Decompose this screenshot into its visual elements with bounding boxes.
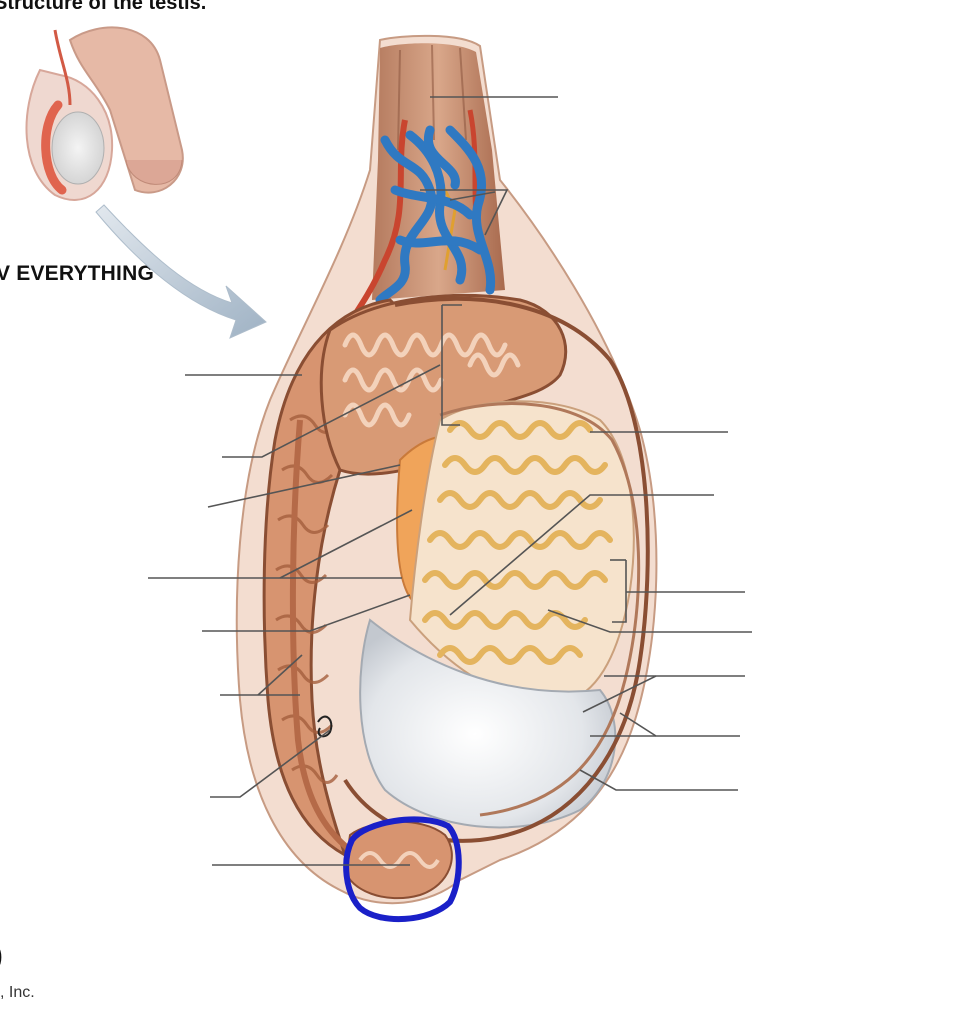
figure-letter: ) <box>0 940 3 971</box>
figure-title: Structure of the testis. <box>0 0 207 14</box>
label-line-plexus <box>420 189 509 236</box>
label-line-ductus-deferens <box>210 729 331 798</box>
label-line-septum <box>547 609 752 633</box>
label-line-duct-epididymis-2 <box>257 654 303 696</box>
label-line-cavity <box>579 769 738 791</box>
copyright-text: , Inc. <box>0 984 35 1001</box>
instruction-text: V EVERYTHING <box>0 262 154 285</box>
pampiniform-plexus <box>375 125 496 305</box>
testis-illustration <box>235 34 658 905</box>
label-line-lobule <box>612 560 627 623</box>
label-line-plexus-2 <box>449 191 496 201</box>
label-line-parietal-layer <box>582 675 657 713</box>
label-line-head-epididymis <box>222 364 441 458</box>
label-line-visceral-layer <box>619 712 740 737</box>
label-line-mediastinum <box>202 594 411 632</box>
zoom-arrow <box>95 204 267 339</box>
label-line-bracket-top <box>441 305 460 426</box>
label-line-efferent-ductules <box>207 464 401 508</box>
label-line-rete-testis-2 <box>279 509 413 579</box>
highlight-circle <box>343 816 462 923</box>
leader-lines <box>148 96 752 866</box>
inset-thumbnail <box>25 26 184 201</box>
label-line-seminiferous-tubule <box>449 494 714 616</box>
